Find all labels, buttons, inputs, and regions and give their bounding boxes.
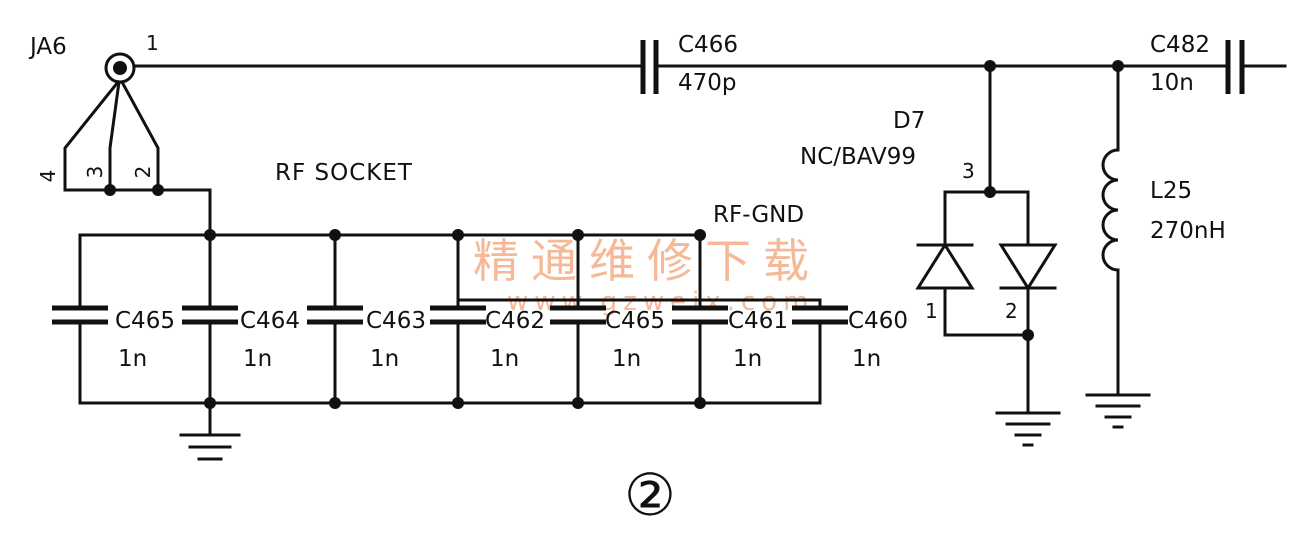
diode-pin-2-label: 2 bbox=[1005, 299, 1018, 323]
capacitor-c464: C464 1n bbox=[182, 233, 300, 405]
inductor-coil bbox=[1101, 148, 1120, 272]
capacitor-ref: C465 bbox=[115, 308, 175, 334]
capacitor-c482-value: 10n bbox=[1150, 70, 1194, 96]
capacitor-c461: C461 1n bbox=[672, 233, 788, 405]
diode-wire bbox=[943, 190, 1030, 247]
capacitor-value: 1n bbox=[733, 346, 762, 372]
socket-leg-4 bbox=[63, 79, 121, 192]
connector-ref: JA6 bbox=[28, 34, 67, 60]
rf-socket-ja6: JA6 1 4 3 2 RF SOCKET bbox=[28, 31, 413, 237]
capacitor-value: 1n bbox=[852, 346, 881, 372]
junction-dot bbox=[104, 184, 116, 196]
capacitor-c463: C463 1n bbox=[307, 233, 426, 405]
capacitor-value: 1n bbox=[612, 346, 641, 372]
capacitor-c465: C465 1n bbox=[52, 233, 175, 405]
connector-pin-4-label: 4 bbox=[36, 170, 60, 183]
capacitor-value: 1n bbox=[490, 346, 519, 372]
capacitor-c465-second: C465 1n bbox=[550, 233, 665, 405]
watermark-url: www.gzweix.com bbox=[507, 287, 815, 317]
socket-leg-3 bbox=[108, 80, 121, 192]
net-label-rf-gnd: RF-GND bbox=[713, 202, 804, 228]
capacitor-c466-value: 470p bbox=[678, 70, 737, 96]
capacitor-value: 1n bbox=[370, 346, 399, 372]
diode-part: NC/BAV99 bbox=[800, 144, 916, 170]
capacitor-c460: C460 1n bbox=[792, 298, 908, 405]
inductor-l25: L25 270nH bbox=[1085, 64, 1226, 429]
connector-name: RF SOCKET bbox=[275, 160, 413, 186]
socket-leg-2 bbox=[119, 79, 160, 192]
inductor-ref: L25 bbox=[1150, 178, 1192, 204]
diode-pin-1-label: 1 bbox=[925, 299, 938, 323]
capacitor-c482-ref: C482 bbox=[1150, 32, 1210, 58]
capacitor-ref: C461 bbox=[728, 308, 788, 334]
inductor-value: 270nH bbox=[1150, 218, 1226, 244]
figure-number: ② bbox=[624, 461, 676, 529]
ground-symbol bbox=[1085, 393, 1151, 429]
capacitor-ref: C460 bbox=[848, 308, 908, 334]
connector-pin-2-label: 2 bbox=[131, 166, 155, 179]
capacitor-ref: C464 bbox=[240, 308, 300, 334]
capacitor-ref: C462 bbox=[485, 308, 545, 334]
diode-2-triangle bbox=[998, 243, 1058, 291]
watermark: 精通维修下载 www.gzweix.com bbox=[473, 234, 821, 317]
capacitor-ref: C465 bbox=[605, 308, 665, 334]
capacitor-value: 1n bbox=[118, 346, 147, 372]
diode-d7: D7 NC/BAV99 3 1 2 bbox=[800, 64, 1061, 447]
bypass-capacitor-bank: RF-GND C465 1n C464 1n C463 1n bbox=[52, 202, 908, 461]
capacitor-c462: C462 1n bbox=[430, 233, 545, 405]
connector-pin-1-label: 1 bbox=[146, 31, 159, 55]
watermark-text: 精通维修下载 bbox=[473, 234, 821, 288]
capacitor-c466-ref: C466 bbox=[678, 32, 738, 58]
capacitor-value: 1n bbox=[243, 346, 272, 372]
socket-ground-wire bbox=[63, 188, 212, 237]
diode-1-triangle bbox=[915, 242, 975, 290]
capacitor-ref: C463 bbox=[366, 308, 426, 334]
diode-pin-3-label: 3 bbox=[962, 159, 975, 183]
ground-symbol bbox=[179, 433, 241, 461]
diode-ref: D7 bbox=[893, 108, 925, 134]
ground-symbol bbox=[995, 411, 1061, 447]
connector-pin-3-label: 3 bbox=[83, 166, 107, 179]
signal-line: C466 470p C482 10n bbox=[132, 32, 1287, 96]
junction-dot bbox=[152, 184, 164, 196]
socket-center-pin bbox=[113, 61, 127, 75]
